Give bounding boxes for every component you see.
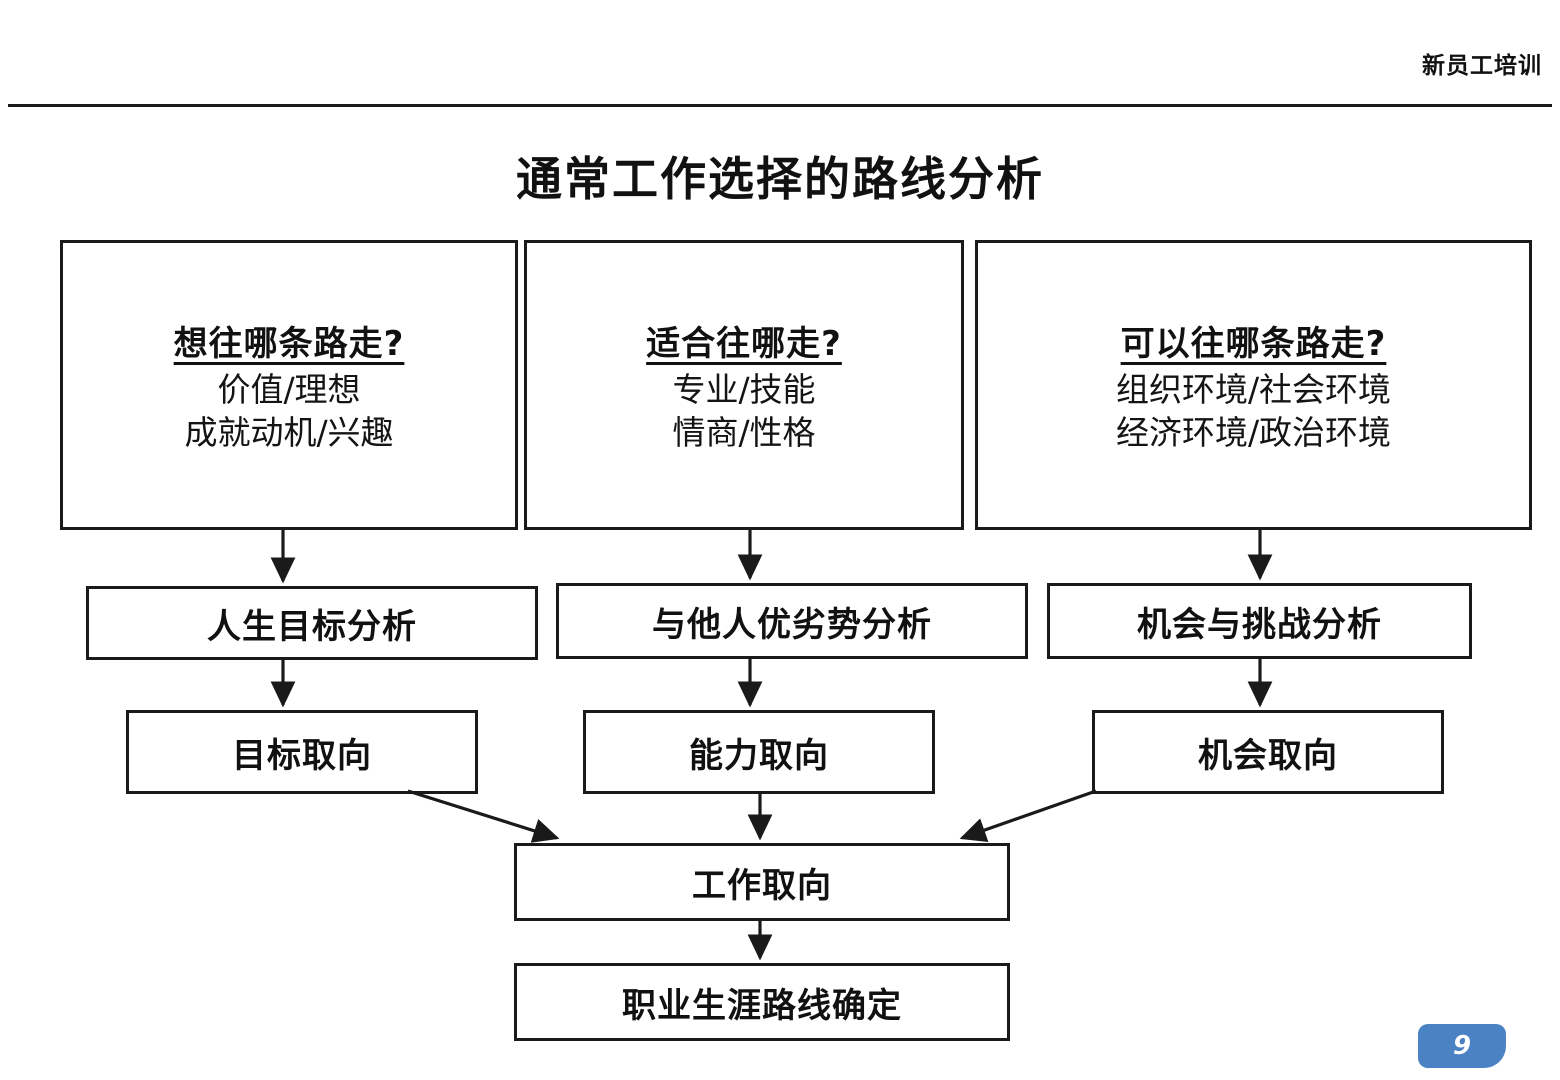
analysis-box-chance[interactable]: 机会与挑战分析 xyxy=(1047,583,1472,659)
orientation-box-chance-label: 机会取向 xyxy=(1198,735,1338,776)
input-box-can[interactable]: 可以往哪条路走? 组织环境/社会环境 经济环境/政治环境 xyxy=(975,240,1532,530)
conclusion-box-career-path-label: 职业生涯路线确定 xyxy=(622,985,902,1026)
arrow-goal-orientation-to-work-orientation xyxy=(407,789,560,843)
orientation-box-chance[interactable]: 机会取向 xyxy=(1092,710,1444,794)
result-box-work-orientation[interactable]: 工作取向 xyxy=(514,843,1010,921)
input-box-want-question: 想往哪条路走? xyxy=(173,324,405,365)
input-box-fit-line-2: 情商/性格 xyxy=(672,412,816,452)
orientation-box-goal-label: 目标取向 xyxy=(232,735,372,776)
input-box-fit-line-1: 专业/技能 xyxy=(672,370,816,410)
analysis-box-chance-label: 机会与挑战分析 xyxy=(1137,604,1382,645)
page-title: 通常工作选择的路线分析 xyxy=(516,152,1044,206)
conclusion-box-career-path[interactable]: 职业生涯路线确定 xyxy=(514,963,1010,1041)
orientation-box-ability[interactable]: 能力取向 xyxy=(583,710,935,794)
header-divider xyxy=(8,104,1552,107)
input-box-want-line-1: 价值/理想 xyxy=(217,370,361,410)
analysis-box-life-goal-label: 人生目标分析 xyxy=(207,606,417,647)
page-number-value: 9 xyxy=(1452,1031,1472,1061)
analysis-box-compare[interactable]: 与他人优劣势分析 xyxy=(556,583,1028,659)
input-box-can-line-2: 经济环境/政治环境 xyxy=(1115,412,1392,452)
header-title: 新员工培训 xyxy=(1422,53,1542,79)
input-box-fit-question: 适合往哪走? xyxy=(646,324,842,365)
orientation-box-ability-label: 能力取向 xyxy=(689,735,829,776)
analysis-box-life-goal[interactable]: 人生目标分析 xyxy=(86,586,538,660)
arrow-chance-orientation-to-work-orientation xyxy=(959,789,1097,842)
orientation-box-goal[interactable]: 目标取向 xyxy=(126,710,478,794)
input-box-can-line-1: 组织环境/社会环境 xyxy=(1115,370,1392,410)
result-box-work-orientation-label: 工作取向 xyxy=(692,865,832,906)
page-number-badge: 9 xyxy=(1418,1024,1506,1068)
input-box-want[interactable]: 想往哪条路走? 价值/理想 成就动机/兴趣 xyxy=(60,240,518,530)
input-box-want-line-2: 成就动机/兴趣 xyxy=(184,412,394,452)
analysis-box-compare-label: 与他人优劣势分析 xyxy=(652,604,932,645)
input-box-fit[interactable]: 适合往哪走? 专业/技能 情商/性格 xyxy=(524,240,964,530)
input-box-can-question: 可以往哪条路走? xyxy=(1120,324,1387,365)
